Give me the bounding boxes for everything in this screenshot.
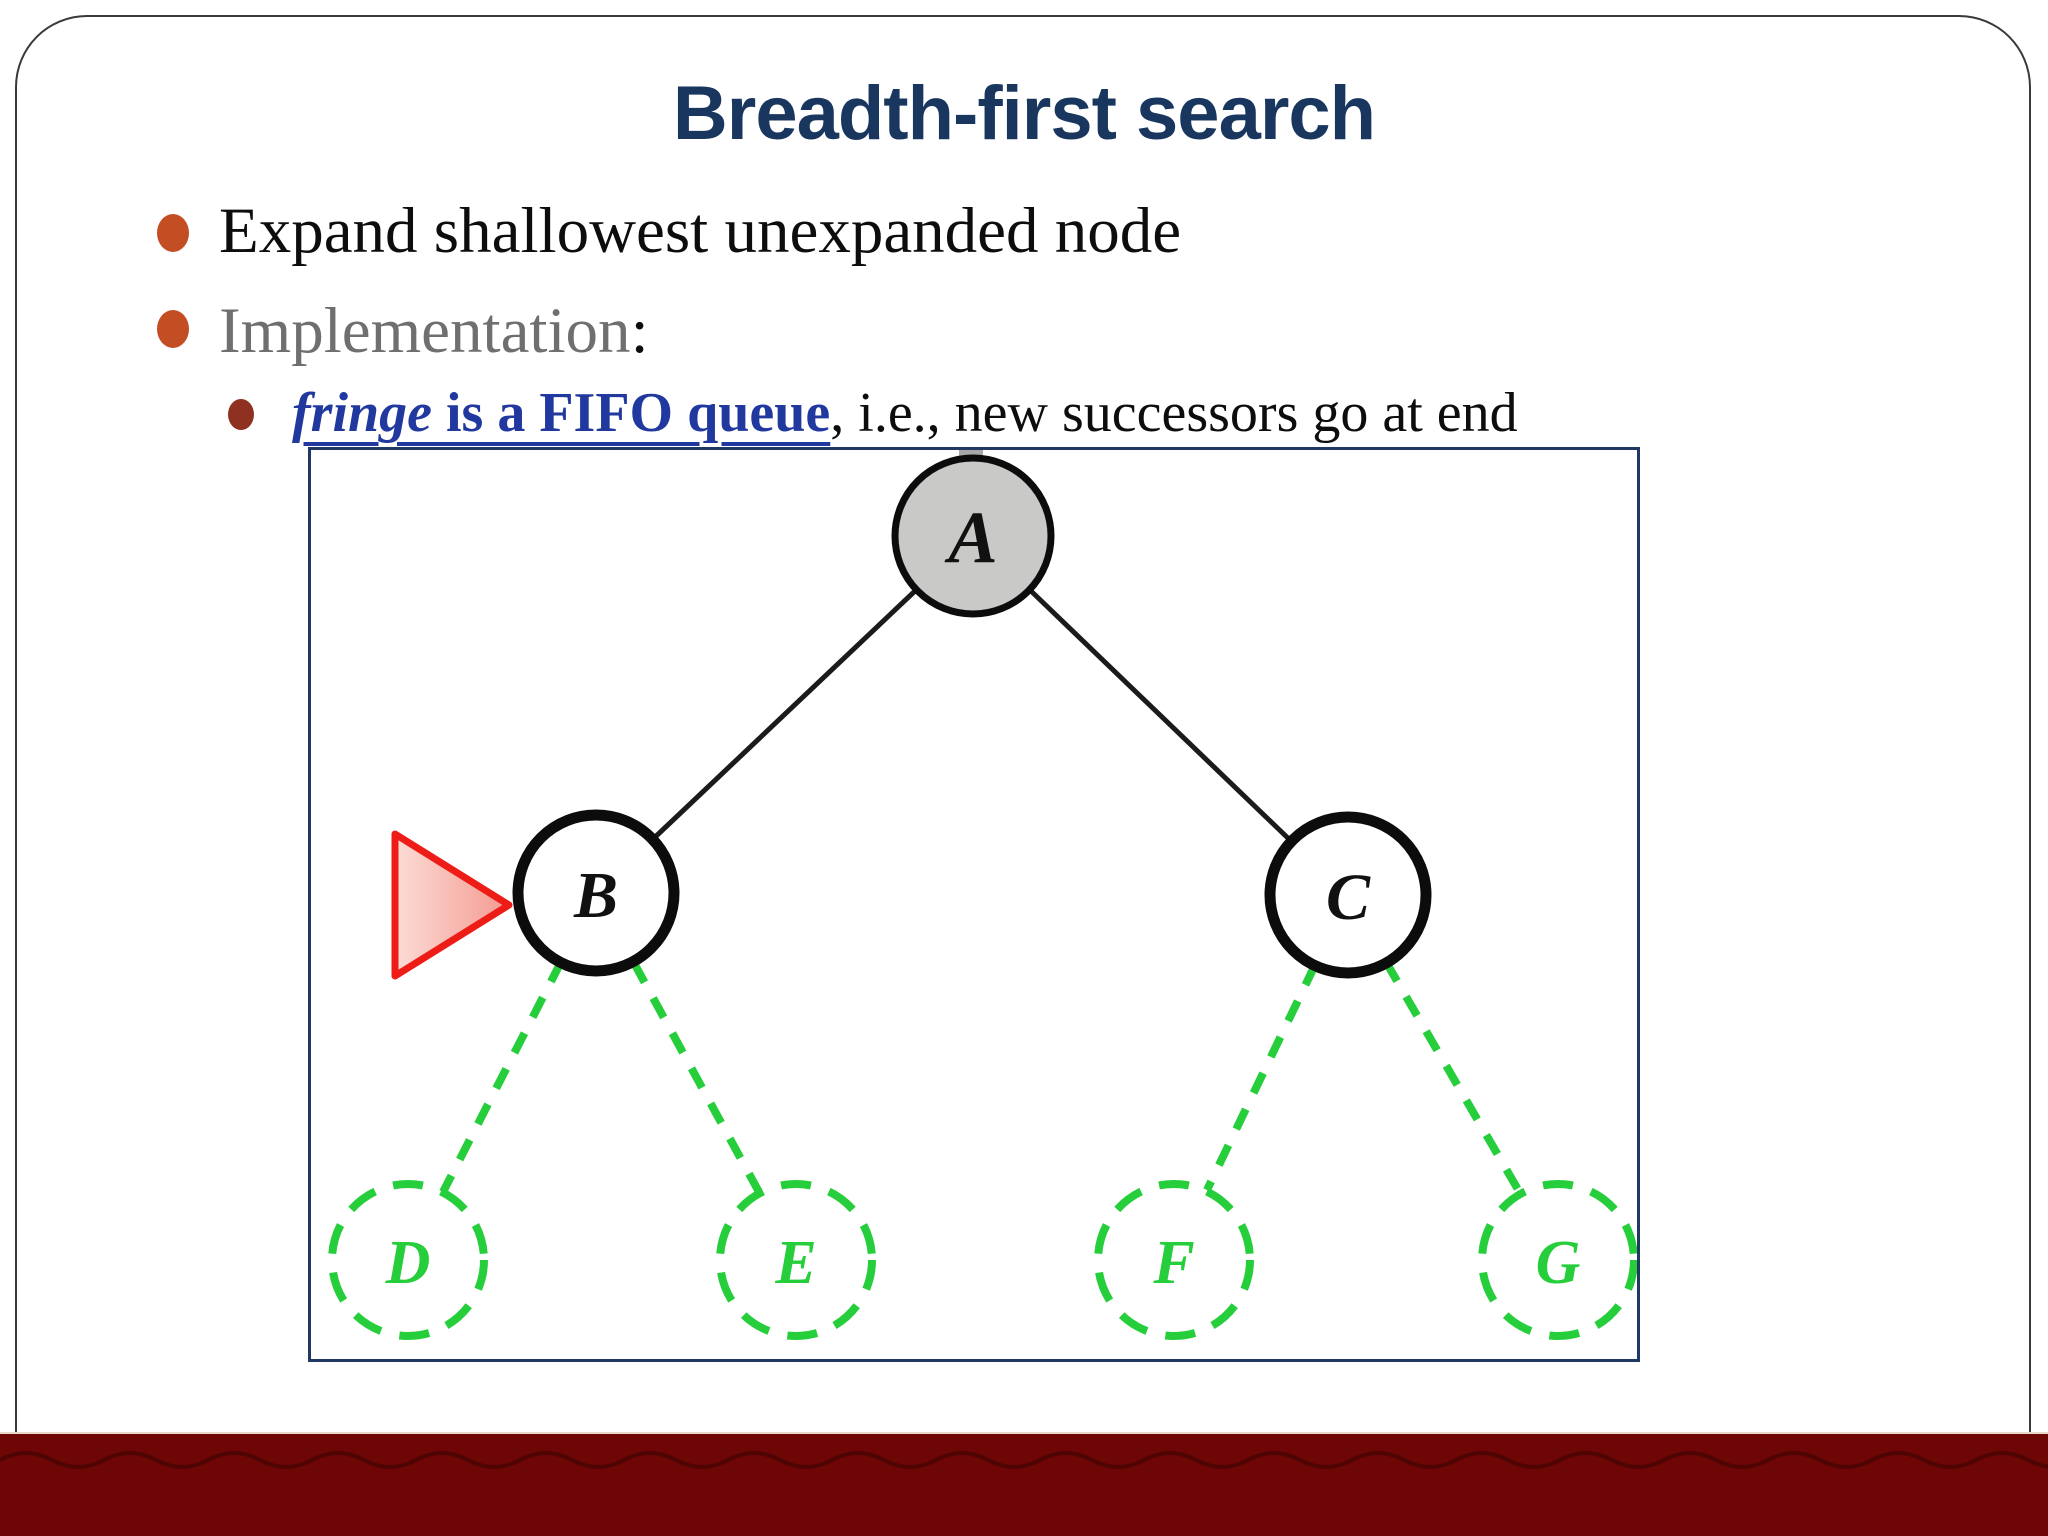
tree-node-f-label: F — [1152, 1229, 1194, 1297]
slide-title: Breadth-first search — [672, 71, 1376, 156]
tree-node-a-label: A — [944, 497, 997, 579]
edge-a-b — [650, 589, 917, 842]
fringe-fifo-emphasis: fringe is a FIFO queue — [292, 382, 830, 444]
tree-node-f-circle — [1094, 1180, 1254, 1340]
tree-node-c-label: C — [1326, 861, 1371, 934]
bottom-accent-bar — [0, 1432, 2048, 1536]
tree-node-e-label: E — [774, 1229, 816, 1297]
edge-b-d — [439, 960, 565, 1194]
bullet-dot — [157, 214, 189, 252]
tree-node-g-label: G — [1536, 1229, 1581, 1297]
sub-bullet-tail-text: , i.e., new successors go at end — [830, 382, 1518, 444]
slide-frame-border — [15, 15, 2031, 1432]
edge-c-g — [1382, 959, 1524, 1196]
tree-node-g-circle — [1478, 1180, 1637, 1340]
sub-bullet-dot — [228, 399, 254, 430]
tree-node-b-label: B — [573, 859, 618, 932]
bullet-implementation-colon: : — [630, 295, 649, 367]
search-tree-svg: A B C D E F G — [328, 450, 1637, 1340]
bar-wave-decoration — [0, 1451, 2048, 1469]
bullet-item-expand: Expand shallowest unexpanded node — [219, 195, 1182, 267]
bullet-implementation-text: Implementation — [219, 295, 631, 367]
tree-node-e-circle — [716, 1180, 876, 1340]
fringe-pointer-triangle-icon — [391, 830, 513, 980]
tree-node-a-circle — [891, 454, 1055, 618]
tree-node-d-label: D — [385, 1229, 431, 1297]
tree-node-d-circle — [328, 1180, 488, 1340]
tree-node-b-circle — [512, 809, 680, 977]
sub-bullet-item-fringe: fringe is a FIFO queue, i.e., new succes… — [292, 381, 1518, 445]
bullet-item-implementation: Implementation: — [219, 294, 649, 369]
edge-a-c — [1029, 589, 1294, 844]
bullet-dot — [157, 310, 189, 348]
search-tree-figure: A B C D E F G — [308, 447, 1640, 1362]
edge-c-f — [1203, 963, 1319, 1192]
edge-b-e — [630, 961, 763, 1194]
fifo-queue-text: is a FIFO queue — [432, 382, 831, 444]
fringe-word: fringe — [292, 382, 432, 444]
tree-node-c-circle — [1264, 811, 1432, 979]
